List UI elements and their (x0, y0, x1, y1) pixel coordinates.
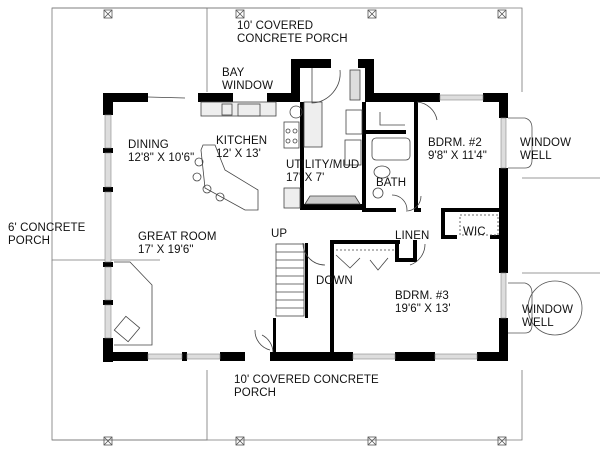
exterior-walls (103, 59, 508, 362)
fixtures (147, 68, 499, 271)
up-label: UP (271, 228, 288, 240)
interior-walls (273, 102, 501, 352)
stairs (113, 243, 305, 353)
window-wells (508, 117, 583, 336)
down-label: DOWN (316, 275, 353, 287)
wic-label: WIC (463, 226, 486, 238)
porch-outline (51, 7, 600, 441)
linen-label: LINEN (395, 230, 430, 242)
windows (104, 94, 507, 360)
posts (103, 9, 507, 446)
bath-label: BATH (376, 177, 407, 189)
